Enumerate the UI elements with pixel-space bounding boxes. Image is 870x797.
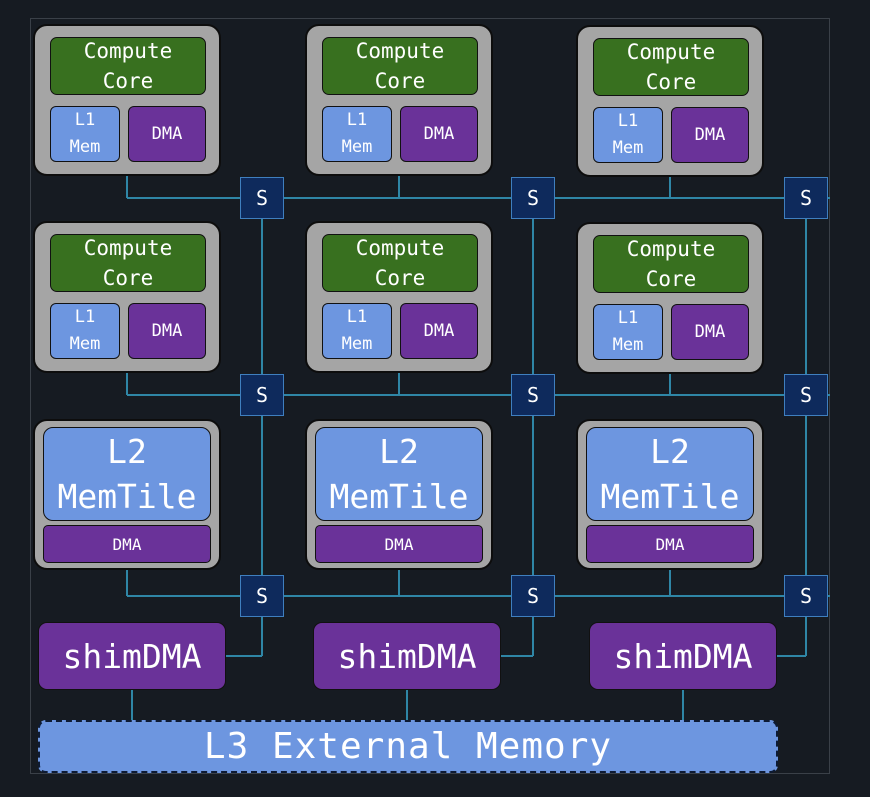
l1-memory: L1 Mem [322,303,392,359]
l1-memory: L1 Mem [593,304,663,360]
switch-r2-c0: S [240,575,284,617]
switch-r0-c1: S [511,177,555,219]
compute-core: Compute Core [50,234,206,292]
switch-r1-c0: S [240,374,284,416]
memtile-dma: DMA [315,525,483,563]
l2-memtile: L2 MemTile [586,427,754,521]
switch-r2-c2: S [784,575,828,617]
tile-dma: DMA [400,106,478,162]
switch-r1-c2: S [784,374,828,416]
shim-dma-c2: shimDMA [589,622,777,690]
memtile-dma: DMA [586,525,754,563]
shim-dma-c0: shimDMA [38,622,226,690]
l2-memtile: L2 MemTile [315,427,483,521]
tile-dma: DMA [400,303,478,359]
switch-r1-c1: S [511,374,555,416]
l1-memory: L1 Mem [50,106,120,162]
tile-dma: DMA [128,303,206,359]
compute-core: Compute Core [593,235,749,293]
switch-r2-c1: S [511,575,555,617]
l1-memory: L1 Mem [50,303,120,359]
compute-core: Compute Core [593,38,749,96]
l1-memory: L1 Mem [593,107,663,163]
l2-memtile: L2 MemTile [43,427,211,521]
l1-memory: L1 Mem [322,106,392,162]
tile-dma: DMA [671,107,749,163]
shim-dma-c1: shimDMA [313,622,501,690]
l3-external-memory: L3 External Memory [38,720,778,773]
switch-r0-c0: S [240,177,284,219]
compute-core: Compute Core [322,234,478,292]
compute-core: Compute Core [50,37,206,95]
switch-r0-c2: S [784,177,828,219]
tile-dma: DMA [671,304,749,360]
compute-core: Compute Core [322,37,478,95]
memtile-dma: DMA [43,525,211,563]
tile-dma: DMA [128,106,206,162]
